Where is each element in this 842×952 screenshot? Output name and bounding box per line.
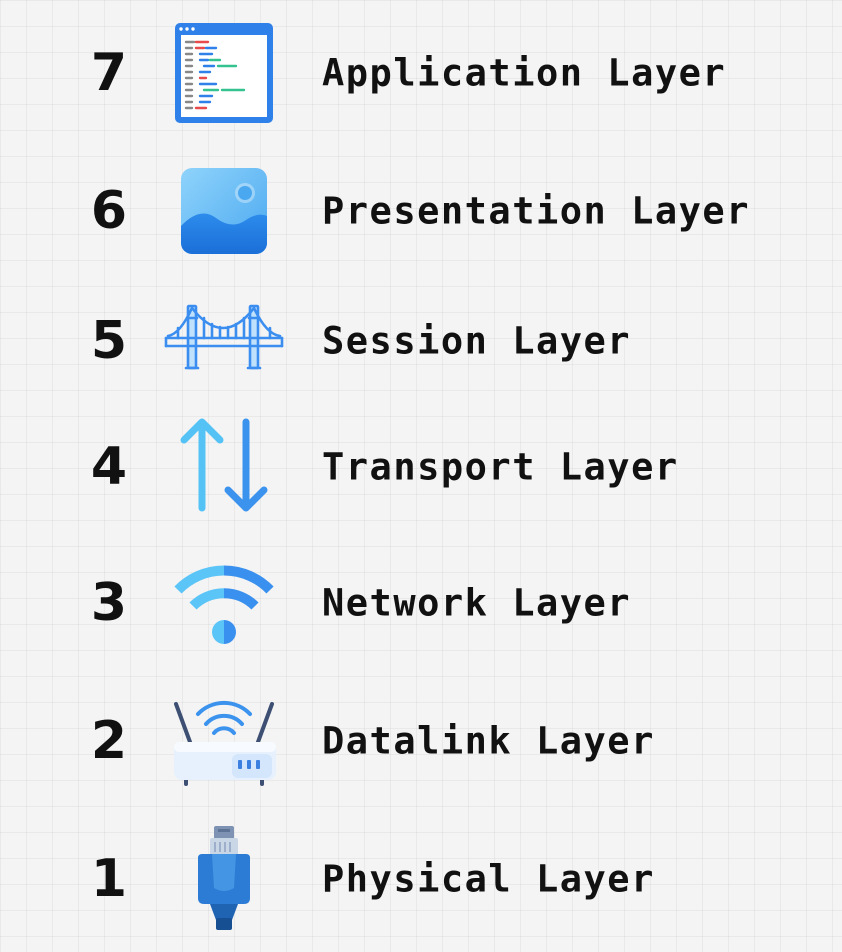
layer-number-6: 6	[90, 181, 128, 241]
wifi-icon	[160, 548, 288, 658]
layer-number-2: 2	[90, 711, 128, 771]
layer-row-1: 1 Physical Layer	[0, 824, 842, 934]
layer-label-6: Presentation Layer	[322, 189, 750, 233]
layer-label-4: Transport Layer	[322, 445, 679, 489]
layer-label-7: Application Layer	[322, 51, 727, 95]
layer-row-4: 4 Transport Layer	[0, 412, 842, 522]
code-editor-icon	[160, 18, 288, 128]
layer-number-4: 4	[90, 437, 128, 497]
up-down-arrows-icon	[160, 412, 288, 522]
layer-label-5: Session Layer	[322, 319, 632, 363]
layer-number-5: 5	[90, 311, 128, 371]
router-icon	[160, 686, 288, 796]
layer-row-7: 7	[0, 18, 842, 128]
image-icon	[160, 156, 288, 266]
layer-label-3: Network Layer	[322, 581, 632, 625]
layer-row-3: 3	[0, 548, 842, 658]
layer-row-6: 6	[0, 156, 842, 266]
layer-row-5: 5	[0, 286, 842, 396]
layer-label-2: Datalink Layer	[322, 719, 655, 763]
layer-row-2: 2	[0, 686, 842, 796]
layer-number-3: 3	[90, 573, 128, 633]
layer-number-7: 7	[90, 43, 128, 103]
layer-label-1: Physical Layer	[322, 857, 655, 901]
layer-number-1: 1	[90, 849, 128, 909]
ethernet-cable-icon	[160, 824, 288, 934]
bridge-icon	[160, 286, 288, 396]
